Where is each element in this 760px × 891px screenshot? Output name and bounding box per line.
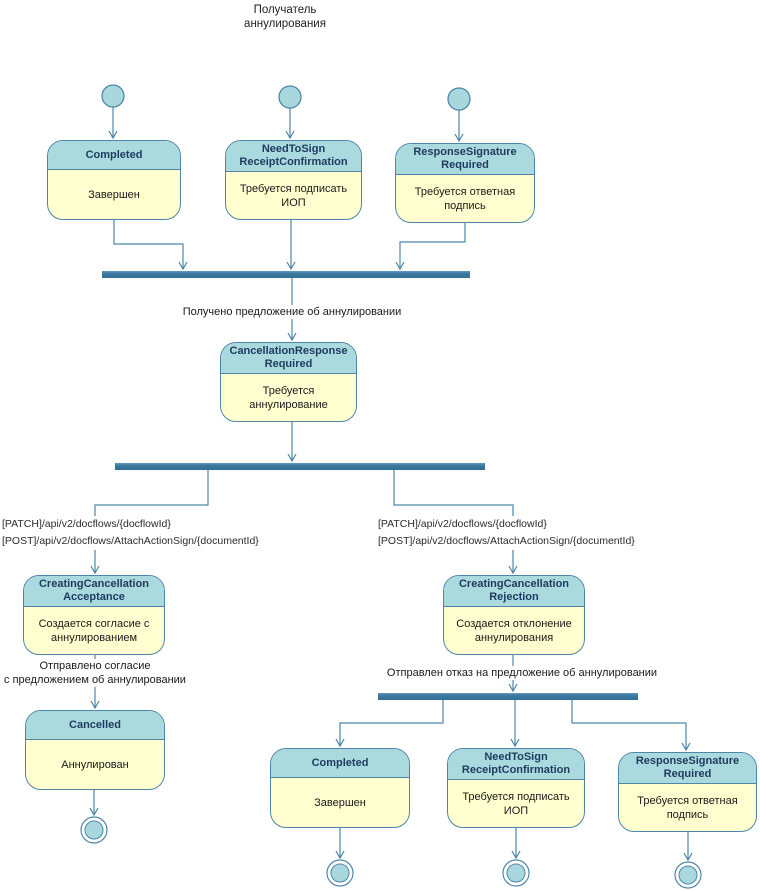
initial-node-3	[447, 87, 471, 111]
state-cancelled: Cancelled Аннулирован	[25, 710, 165, 790]
state-description: Аннулирован	[61, 758, 129, 771]
state-responsesignature-top: ResponseSignature Required Требуется отв…	[395, 143, 535, 223]
final-node-needtosign	[502, 859, 530, 887]
state-title: CreatingCancellation Rejection	[444, 576, 584, 607]
state-description: Завершен	[88, 188, 140, 201]
transition-label-api-right: [PATCH]/api/v2/docflows/{docflowId} [POS…	[378, 516, 635, 550]
diagram-title: Получатель аннулирования	[244, 4, 326, 30]
final-node-responsesignature	[674, 861, 702, 889]
final-node-completed	[326, 859, 354, 887]
initial-node-1	[101, 84, 125, 108]
transition-label-sent-acceptance: Отправлено согласие с предложением об ан…	[0, 659, 195, 687]
state-title: CancellationResponse Required	[221, 343, 356, 374]
transition-label-api-left: [PATCH]/api/v2/docflows/{docflowId} [POS…	[2, 516, 259, 550]
join-bar-top	[102, 271, 470, 278]
state-creatingcancellation-rejection: CreatingCancellation Rejection Создается…	[443, 575, 585, 655]
state-needtosign-top: NeedToSign ReceiptConfirmation Требуется…	[225, 140, 362, 220]
state-title: NeedToSign ReceiptConfirmation	[448, 749, 584, 780]
state-description: Требуется ответная подпись	[414, 185, 516, 212]
state-title: ResponseSignature Required	[396, 144, 534, 175]
state-cancellationresponse-required: CancellationResponse Required Требуется …	[220, 342, 357, 422]
state-description: Завершен	[314, 796, 366, 809]
state-description: Требуется ответная подпись	[637, 794, 738, 821]
state-title: NeedToSign ReceiptConfirmation	[226, 141, 361, 172]
transition-label-received-proposal: Получено предложение об аннулировании	[172, 305, 412, 319]
state-responsesignature-bottom: ResponseSignature Required Требуется отв…	[618, 752, 757, 832]
transition-label-sent-rejection: Отправлен отказ на предложение об аннули…	[382, 666, 662, 680]
state-description: Требуется подписать ИОП	[239, 182, 348, 209]
state-description: Создается согласие с аннулированием	[38, 617, 150, 644]
fork-bar-middle	[115, 463, 485, 470]
state-description: Создается отклонение аннулирования	[456, 617, 572, 644]
state-creatingcancellation-acceptance: CreatingCancellation Acceptance Создаетс…	[23, 575, 165, 655]
state-title: Cancelled	[26, 711, 164, 740]
state-title: ResponseSignature Required	[619, 753, 756, 784]
final-node-cancelled	[80, 816, 108, 844]
state-description: Требуется подписать ИОП	[462, 790, 570, 817]
state-title: CreatingCancellation Acceptance	[24, 576, 164, 607]
state-description: Требуется аннулирование	[249, 384, 328, 411]
state-completed-top: Completed Завершен	[47, 140, 181, 220]
initial-node-2	[278, 85, 302, 109]
state-title: Completed	[48, 141, 180, 170]
state-needtosign-bottom: NeedToSign ReceiptConfirmation Требуется…	[447, 748, 585, 828]
transition-arrows	[89, 107, 693, 862]
state-completed-bottom: Completed Завершен	[270, 748, 410, 828]
fork-bar-bottom	[378, 693, 638, 700]
state-title: Completed	[271, 749, 409, 778]
